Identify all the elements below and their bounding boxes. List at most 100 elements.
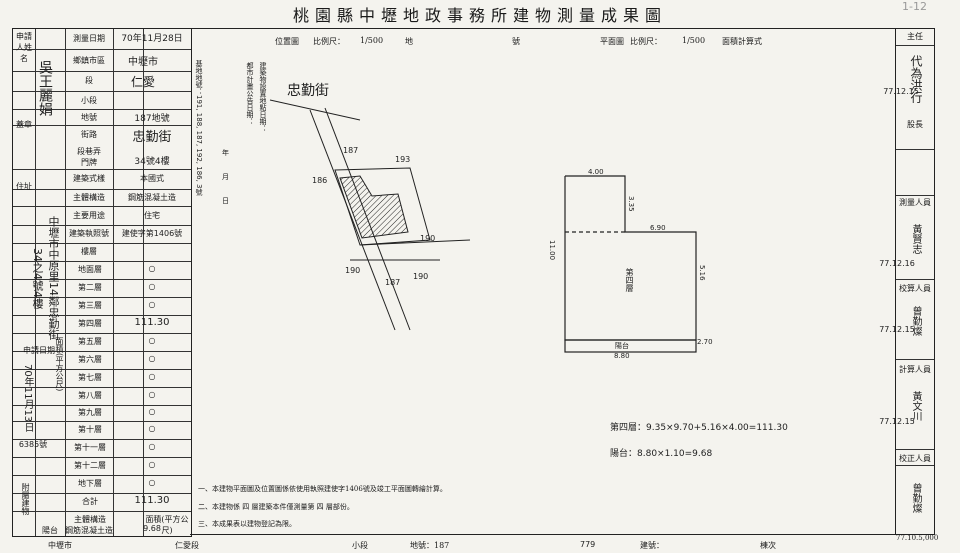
street-value: 忠勤街: [132, 130, 172, 145]
lot-190-a: 190: [420, 234, 436, 243]
applicant-table: 申請人姓名 吳王麗娟 測量日期 70年11月28日 鄉鎮市區 中壢市 段 仁愛 …: [12, 28, 192, 537]
drafter-name: 曾勤燦: [910, 483, 921, 513]
license-value: 建使字第1406號: [121, 229, 183, 238]
sub-district-label: 小段: [81, 96, 97, 105]
dim-right: 5.16: [698, 265, 706, 281]
date-unit-year: 年: [222, 149, 229, 157]
date-unit-day: 日: [222, 197, 229, 205]
floor-7: 第七層: [78, 373, 102, 382]
floor-5: 第五層: [78, 337, 102, 346]
calc-line-2: 陽台：8.80×1.10=9.68: [610, 449, 713, 459]
scale-value-2: 1/500: [682, 36, 706, 45]
lot-193: 193: [395, 155, 411, 164]
street-label: 街路: [81, 130, 97, 139]
basement-label: 地下層: [78, 479, 102, 488]
page-title: 桃園縣中壢地政事務所建物測量成果圖: [292, 6, 667, 25]
surveyor-label: 測量人員: [899, 198, 931, 207]
footer-building-value: 779: [580, 540, 596, 549]
director-date: 77.12.15: [883, 87, 919, 96]
floor-4: 第四層: [78, 319, 102, 328]
scale-value-1: 1/500: [360, 36, 384, 45]
address-label: 住址: [16, 182, 32, 191]
number-label: 門牌: [81, 158, 97, 167]
checker-name: 曾勤燦: [910, 306, 921, 336]
floor-value-10: ○: [148, 424, 156, 433]
basement-value: ○: [148, 478, 156, 487]
calculator-name: 黃文川: [910, 391, 921, 421]
draft-label: 校正人員: [899, 454, 931, 463]
parcel-boundary-left: [309, 109, 396, 331]
floor-3: 第三層: [78, 301, 102, 310]
seal-label: 蓋章: [16, 120, 32, 129]
note-1: 一、本建物平面圖及位置圖係依使用執照建使字1406號及竣工平面圖轉繪計算。: [198, 485, 447, 493]
balcony-label: 陽台: [42, 526, 58, 535]
district-label: 段: [85, 76, 93, 85]
footer-building-no: 建號：: [640, 541, 664, 550]
scale-label-2: 比例尺：: [630, 37, 662, 46]
receipt-no: 6385號: [18, 440, 48, 449]
main-use-value: 住宅: [144, 211, 160, 220]
annex-label: 附屬建物: [21, 483, 30, 515]
surveyor-name: 黃賢志: [910, 224, 921, 254]
dim-top: 4.00: [588, 168, 604, 176]
section-label: 地: [405, 37, 413, 46]
footer-city: 中壢市: [48, 541, 72, 550]
lot-187-bottom: 187: [385, 278, 401, 287]
calc-label: 計算人員: [899, 365, 931, 374]
floor-value-2: ○: [148, 282, 156, 291]
structure-value: 本國式: [140, 174, 164, 183]
applied-date: 70年11月13日: [22, 363, 33, 433]
calc-date: 77.12.15: [879, 417, 915, 426]
director-label: 主任: [907, 32, 923, 41]
lot-value: 187地號: [134, 114, 170, 124]
area-label: 面積(平方公尺): [55, 336, 64, 392]
survey-date-label: 測量日期: [73, 34, 105, 43]
floor-2: 第二層: [78, 283, 102, 292]
area-calc-label: 面積計算式: [722, 37, 762, 46]
main-use-label: 主要用途: [73, 211, 105, 220]
side-note-1: 建築物設置地點日期：: [259, 62, 267, 132]
side-note-3: 基地地號：191, 188, 187, 192, 186, 3號: [195, 60, 203, 196]
drawing-area: [190, 28, 895, 535]
footer-district: 仁愛段: [175, 541, 199, 550]
side-note-2: 都市計畫公告日期：: [246, 62, 254, 125]
checker-date: 77.12.15: [879, 325, 915, 334]
dim-left: 11.00: [548, 240, 556, 261]
applicant-label: 申請人姓名: [16, 32, 32, 63]
lot-label: 地號: [81, 113, 97, 122]
floor-plan-label: 平面圖: [600, 37, 624, 46]
license-label: 建築執照號: [69, 229, 109, 238]
floor-plan-balcony: 陽台: [615, 342, 629, 350]
street-line: [269, 99, 361, 121]
total-label: 合計: [82, 497, 98, 506]
location-map-label: 位置圖: [275, 37, 299, 46]
note-3: 三、本成果表以建物登記為限。: [198, 520, 296, 528]
page-number: 1-12: [902, 0, 927, 13]
floor-plan-label-4f: 第四層: [625, 268, 634, 292]
dim-notch: 3.35: [627, 196, 635, 212]
floor-6: 第六層: [78, 355, 102, 364]
footer-code: 77.10.5,000: [896, 534, 939, 542]
dim-step: 6.90: [650, 224, 666, 232]
floor-12: 第十二層: [74, 461, 106, 470]
floor-value-11: ○: [148, 442, 156, 451]
dim-corner: 2.70: [697, 338, 713, 346]
floors-label: 樓層: [81, 247, 97, 256]
date-unit-month: 月: [222, 173, 229, 181]
floor-value-4: 111.30: [134, 317, 170, 328]
footer-sub-section: 小段: [352, 541, 368, 550]
calc-line-1: 第四層：9.35×9.70+5.16×4.00=111.30: [610, 423, 788, 433]
floor-value-3: ○: [148, 300, 156, 309]
section-road-label: 段巷弄: [77, 147, 101, 156]
floor-9: 第九層: [78, 408, 102, 417]
applied-date-label: 申請日期: [23, 346, 55, 355]
building-footprint: [339, 175, 409, 239]
balcony-value: 9.68: [143, 524, 161, 533]
parcel-divider: [359, 239, 471, 246]
floor-value-12: ○: [148, 460, 156, 469]
floor-value-7: ○: [148, 372, 156, 381]
number-value: 34號4樓: [134, 157, 170, 167]
location-label: 鄉鎮市區: [73, 56, 105, 65]
